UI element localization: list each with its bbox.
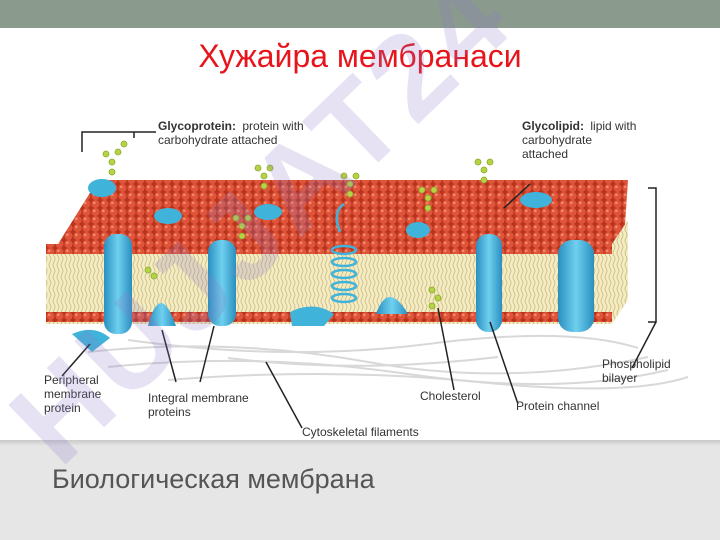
- glycolipid-desc-2: attached: [522, 147, 568, 161]
- integral-label-2: proteins: [148, 405, 191, 419]
- bilayer-side: [46, 244, 612, 324]
- membrane-diagram: Glycoprotein: protein with carbohydrate …: [28, 112, 720, 440]
- helical-protein: [330, 202, 358, 304]
- caption-text: Биологическая мембрана: [52, 464, 375, 494]
- cytoskeletal-filaments: [87, 334, 689, 390]
- upper-head-row: [46, 244, 612, 254]
- cholesterol-label: Cholesterol: [420, 389, 481, 403]
- caption-bar-shadow: [0, 440, 720, 446]
- membrane-svg: Glycoprotein: protein with carbohydrate …: [44, 119, 689, 439]
- peripheral-proteins: [72, 179, 552, 352]
- carbohydrate-chains: [102, 140, 494, 310]
- peripheral-label-1: Peripheral: [44, 373, 99, 387]
- peripheral-label-2: membrane: [44, 387, 102, 401]
- phospholipid-label-2: bilayer: [602, 371, 637, 385]
- integral-label-1: Integral membrane: [148, 391, 249, 405]
- slide-title: Хужайра мембранаси: [198, 38, 522, 74]
- caption-bar: [0, 440, 720, 540]
- glycolipid-label: Glycolipid: lipid with: [522, 119, 636, 133]
- protein-channel-label: Protein channel: [516, 399, 599, 413]
- glycoprotein-desc: carbohydrate attached: [158, 133, 277, 147]
- glycoprotein-label: Glycoprotein: protein with: [158, 119, 304, 133]
- peripheral-label-3: protein: [44, 401, 81, 415]
- leader-lines: [61, 131, 657, 429]
- integral-proteins: [104, 234, 594, 334]
- top-bar: [0, 0, 720, 28]
- phospholipid-label-1: Phospholipid: [602, 357, 671, 371]
- glycolipid-desc-1: carbohydrate: [522, 133, 592, 147]
- bilayer-right-side: [612, 220, 628, 324]
- cytoskeletal-label: Cytoskeletal filaments: [302, 425, 419, 439]
